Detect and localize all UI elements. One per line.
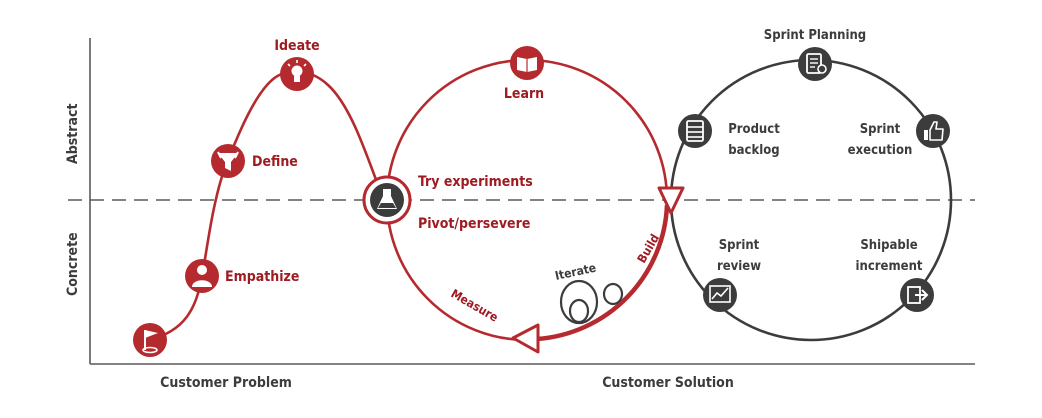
sprint-execution-label-line1: Sprint: [860, 122, 901, 137]
book-icon: [517, 57, 537, 72]
shipable-increment-label-line1: Shipable: [860, 238, 917, 253]
sprint-execution-node: Sprint execution: [848, 114, 950, 158]
measure-arrow-marker: [511, 323, 540, 354]
product-backlog-label-line2: backlog: [728, 143, 779, 158]
y-label-abstract: Abstract: [65, 104, 81, 164]
define-label: Define: [252, 154, 298, 170]
exit-icon: [907, 286, 929, 304]
chart-icon: [709, 285, 731, 303]
shipable-increment-label-line2: increment: [855, 259, 922, 274]
ideate-label: Ideate: [274, 38, 319, 54]
build-arc: [536, 204, 670, 342]
measure-label: Measure: [449, 286, 501, 324]
shipable-increment-node: Shipable increment: [855, 238, 934, 312]
iterate-label: Iterate: [554, 261, 598, 283]
clipboard-icon: [806, 53, 827, 74]
try-experiments-label: Try experiments: [418, 174, 533, 190]
flask-icon: [377, 189, 397, 209]
sprint-planning-label: Sprint Planning: [764, 28, 866, 43]
start-node: [133, 323, 167, 357]
design-thinking-curve: [149, 70, 384, 342]
pivot-persevere-label: Pivot/persevere: [418, 216, 530, 232]
lightbulb-icon: [287, 60, 307, 82]
learn-label: Learn: [504, 86, 544, 102]
product-backlog-label-line1: Product: [728, 122, 780, 137]
build-triangle-marker: [657, 186, 685, 215]
flag-icon: [142, 330, 158, 354]
empathize-label: Empathize: [225, 269, 299, 285]
sprint-review-label-line2: review: [717, 259, 761, 274]
sprint-review-label-line1: Sprint: [719, 238, 760, 253]
sprint-planning-node: Sprint Planning: [764, 28, 866, 81]
sprint-execution-label-line2: execution: [848, 143, 913, 158]
learn-node: Learn: [504, 46, 544, 102]
product-backlog-node: Product backlog: [678, 114, 780, 158]
list-icon: [686, 120, 704, 142]
y-label-concrete: Concrete: [65, 232, 81, 296]
experiment-node: [362, 175, 412, 225]
empathize-node: Empathize: [185, 259, 299, 293]
x-label-customer-problem: Customer Problem: [160, 375, 292, 391]
funnel-icon: [217, 151, 239, 171]
define-node: Define: [211, 144, 298, 178]
x-label-customer-solution: Customer Solution: [602, 375, 734, 391]
thumbs-up-icon: [924, 121, 944, 141]
sprint-review-node: Sprint review: [703, 238, 761, 312]
person-icon: [192, 265, 212, 287]
ideate-node: Ideate: [274, 38, 320, 91]
iterate-loops-icon: [559, 279, 624, 325]
